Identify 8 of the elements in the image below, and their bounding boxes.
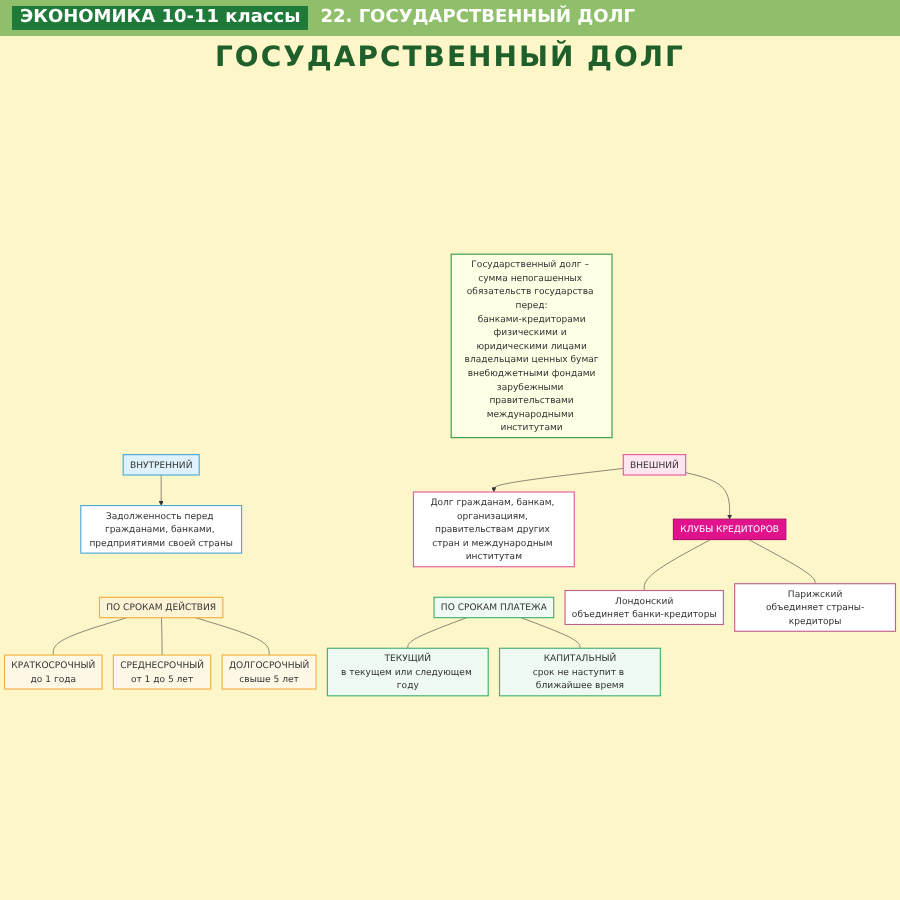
title: ГОСУДАРСТВЕННЫЙ ДОЛГ [213,42,687,74]
connector [520,617,581,649]
connector [748,539,816,584]
sheet-heading: 22. ГОСУДАРСТВЕННЫЙ ДОЛГ [320,8,636,28]
connector [407,617,467,649]
subject-tab: ЭКОНОМИКА 10-11 классы [12,6,309,30]
connector [161,617,163,656]
connector [643,539,711,591]
